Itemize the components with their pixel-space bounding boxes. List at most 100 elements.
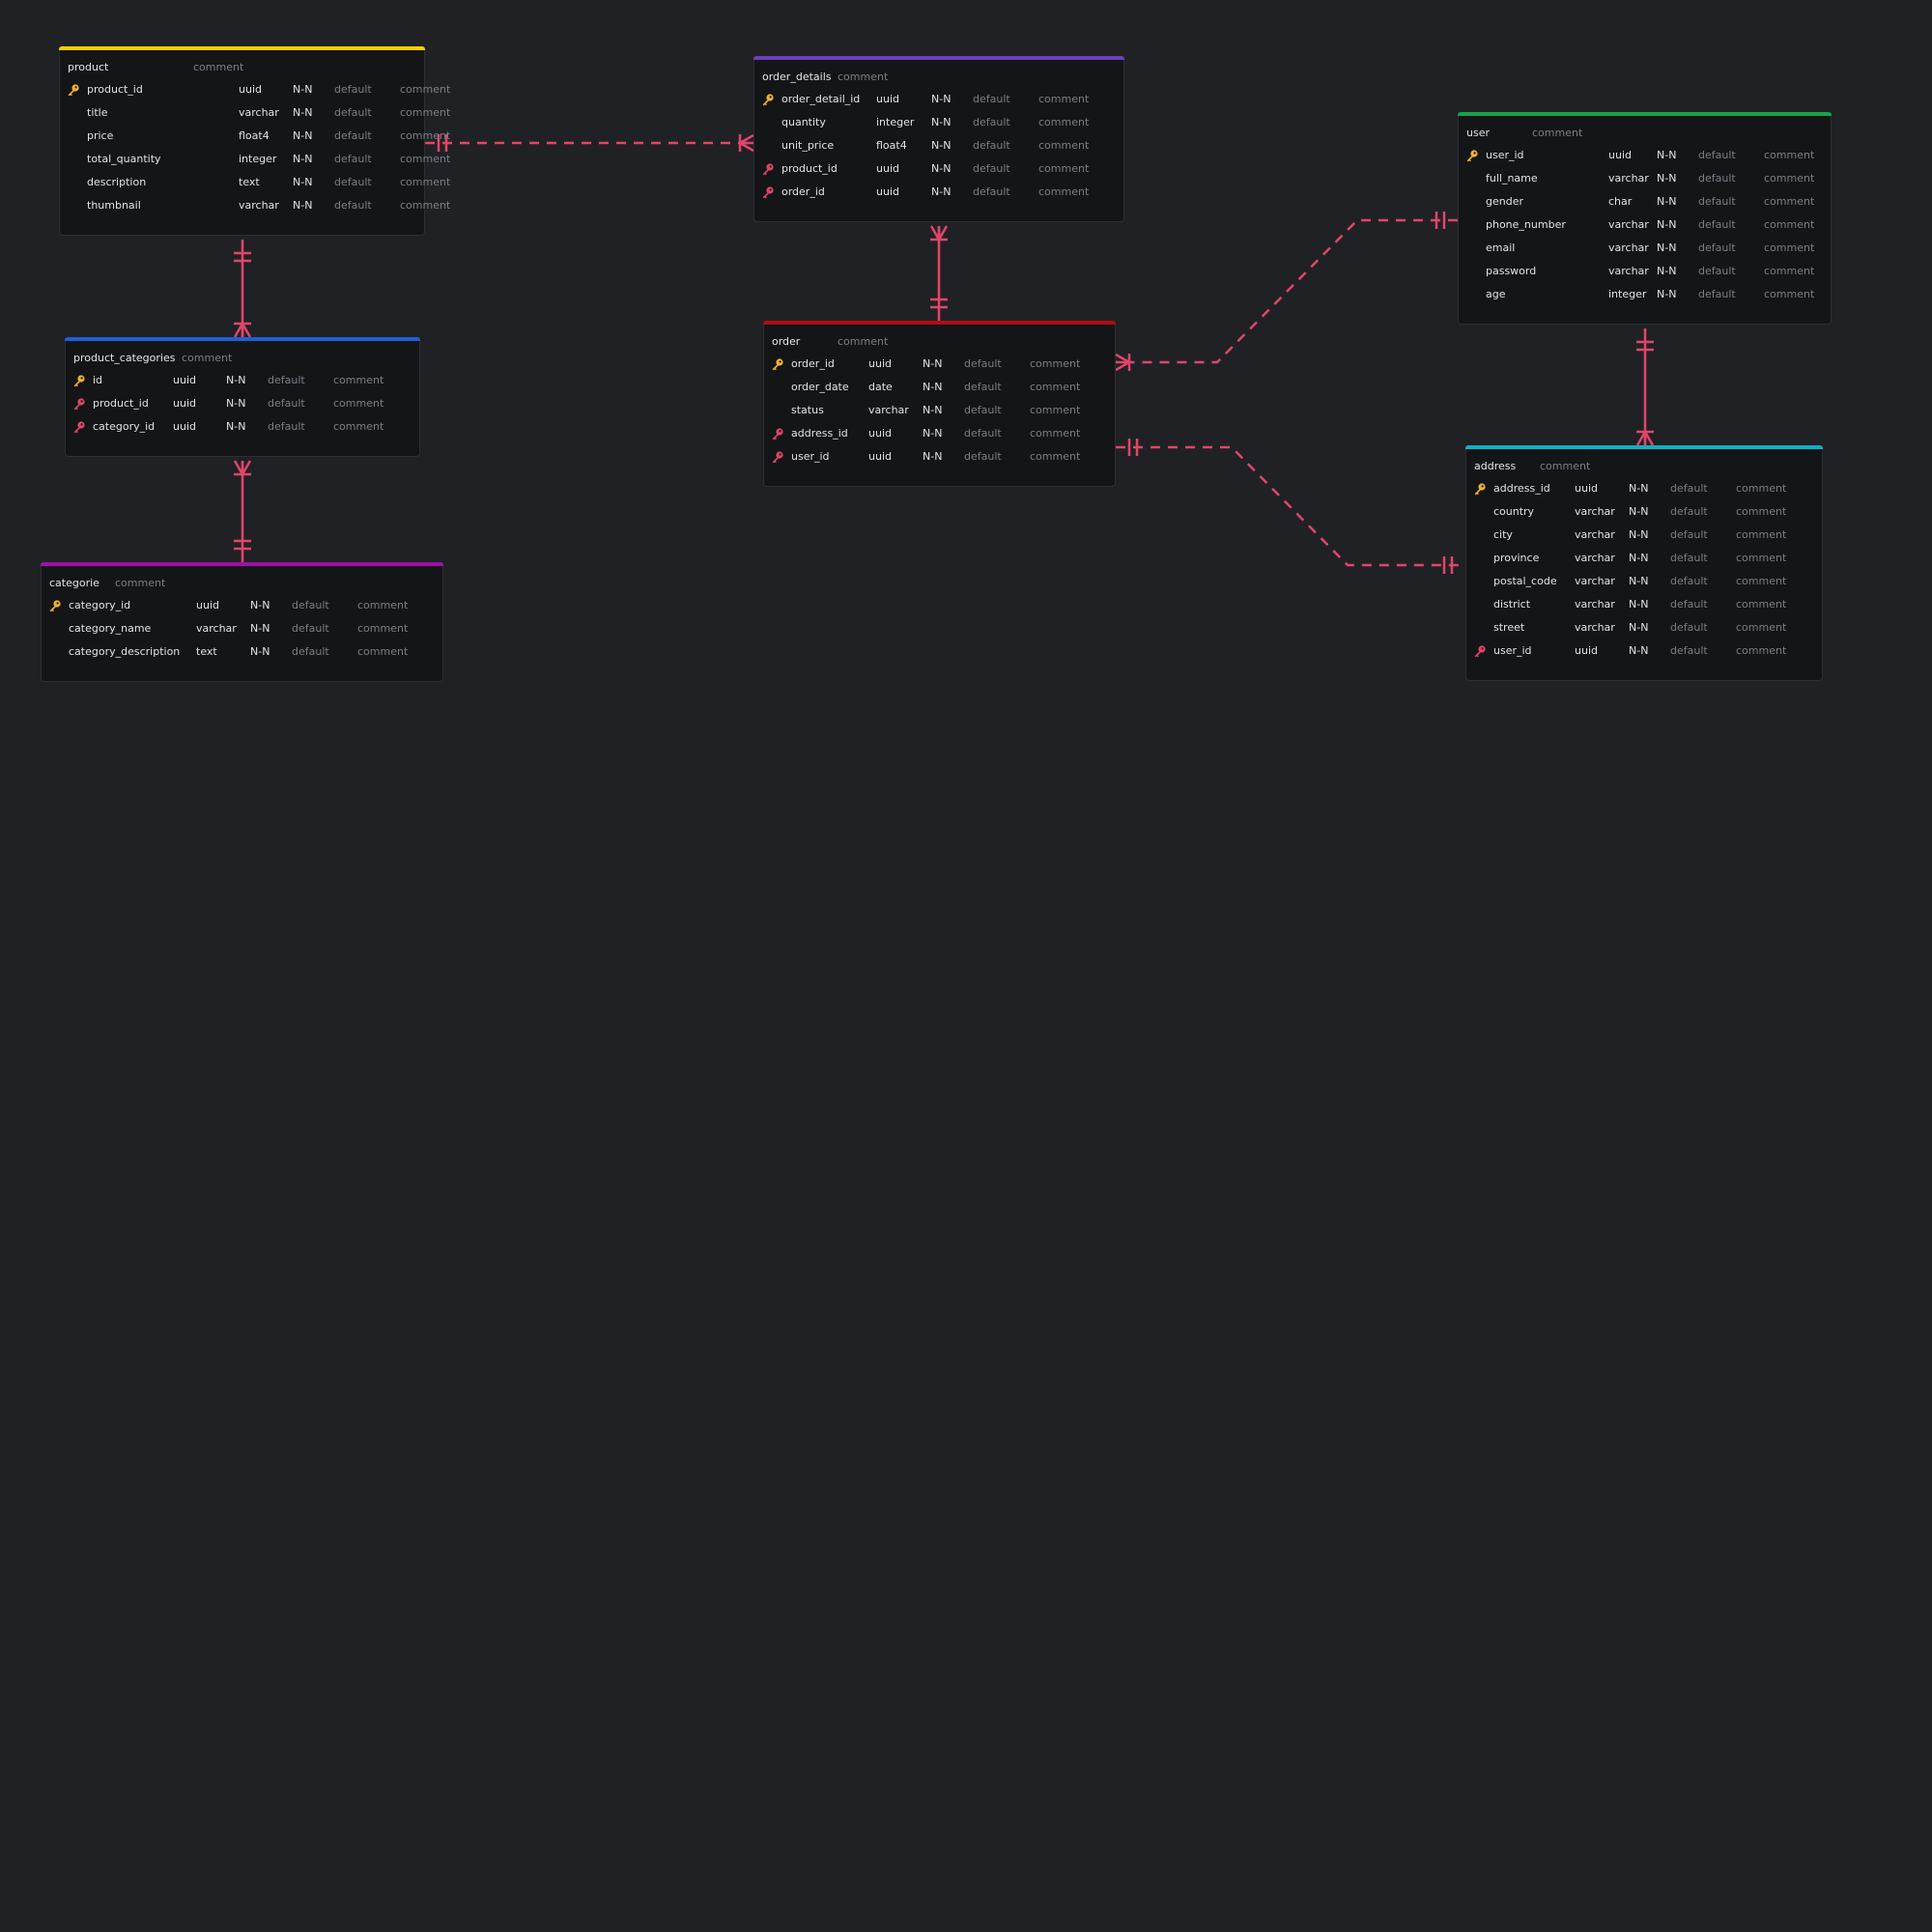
column-default[interactable]: default	[973, 116, 1010, 128]
column-name[interactable]: product_id	[87, 83, 143, 96]
column-name[interactable]: country	[1493, 505, 1535, 518]
column-comment[interactable]: comment	[357, 622, 409, 635]
column-nullable[interactable]: N-N	[250, 599, 270, 611]
column-nullable[interactable]: N-N	[931, 93, 952, 105]
column-comment[interactable]: comment	[400, 129, 451, 142]
table-name[interactable]: order	[772, 335, 801, 348]
column-type[interactable]: uuid	[173, 374, 196, 386]
column-default[interactable]: default	[1698, 242, 1736, 254]
column-default[interactable]: default	[973, 93, 1010, 105]
column-type[interactable]: uuid	[876, 185, 899, 198]
column-default[interactable]: default	[1698, 218, 1736, 231]
column-nullable[interactable]: N-N	[226, 420, 246, 433]
column-comment[interactable]: comment	[1038, 116, 1090, 128]
column-name[interactable]: price	[87, 129, 114, 142]
column-comment[interactable]: comment	[1764, 242, 1815, 254]
table-name[interactable]: categorie	[49, 577, 99, 589]
column-type[interactable]: uuid	[1575, 482, 1598, 495]
column-name[interactable]: user_id	[1493, 644, 1532, 657]
column-name[interactable]: unit_price	[781, 139, 835, 152]
column-comment[interactable]: comment	[400, 83, 451, 96]
column-default[interactable]: default	[1670, 482, 1708, 495]
column-comment[interactable]: comment	[1764, 288, 1815, 300]
table-comment[interactable]: comment	[1540, 460, 1591, 472]
column-comment[interactable]: comment	[1736, 505, 1787, 518]
column-type[interactable]: varchar	[1608, 218, 1649, 231]
column-comment[interactable]: comment	[1038, 162, 1090, 175]
column-nullable[interactable]: N-N	[1629, 528, 1649, 541]
column-default[interactable]: default	[1670, 644, 1708, 657]
column-name[interactable]: user_id	[1486, 149, 1524, 161]
column-default[interactable]: default	[1670, 575, 1708, 587]
column-name[interactable]: gender	[1486, 195, 1523, 208]
column-type[interactable]: varchar	[1575, 598, 1615, 611]
column-name[interactable]: full_name	[1486, 172, 1538, 185]
column-default[interactable]: default	[964, 427, 1002, 440]
table-comment[interactable]: comment	[193, 61, 244, 73]
column-nullable[interactable]: N-N	[1629, 644, 1649, 657]
column-nullable[interactable]: N-N	[250, 622, 270, 635]
column-type[interactable]: uuid	[196, 599, 219, 611]
column-nullable[interactable]: N-N	[1657, 218, 1677, 231]
column-type[interactable]: uuid	[1575, 644, 1598, 657]
column-nullable[interactable]: N-N	[931, 162, 952, 175]
column-nullable[interactable]: N-N	[1657, 172, 1677, 185]
column-comment[interactable]: comment	[1764, 265, 1815, 277]
column-default[interactable]: default	[964, 404, 1002, 416]
column-nullable[interactable]: N-N	[293, 83, 313, 96]
column-name[interactable]: email	[1486, 242, 1516, 254]
column-type[interactable]: uuid	[173, 397, 196, 410]
column-default[interactable]: default	[334, 199, 372, 212]
column-type[interactable]: varchar	[239, 106, 279, 119]
column-name[interactable]: product_id	[781, 162, 838, 175]
column-nullable[interactable]: N-N	[923, 357, 943, 370]
column-default[interactable]: default	[1670, 552, 1708, 564]
column-default[interactable]: default	[973, 139, 1010, 152]
column-type[interactable]: uuid	[876, 93, 899, 105]
column-type[interactable]: varchar	[1575, 621, 1615, 634]
column-type[interactable]: date	[868, 381, 893, 393]
column-name[interactable]: address_id	[791, 427, 848, 440]
column-nullable[interactable]: N-N	[923, 381, 943, 393]
column-name[interactable]: category_id	[93, 420, 156, 433]
column-type[interactable]: varchar	[1608, 242, 1649, 254]
column-nullable[interactable]: N-N	[1629, 482, 1649, 495]
column-type[interactable]: text	[196, 645, 217, 658]
column-nullable[interactable]: N-N	[1629, 621, 1649, 634]
column-type[interactable]: varchar	[196, 622, 237, 635]
column-default[interactable]: default	[1670, 528, 1708, 541]
column-name[interactable]: city	[1493, 528, 1513, 541]
column-comment[interactable]: comment	[1038, 139, 1090, 152]
column-default[interactable]: default	[268, 374, 305, 386]
column-comment[interactable]: comment	[1764, 172, 1815, 185]
column-comment[interactable]: comment	[1764, 149, 1815, 161]
column-name[interactable]: total_quantity	[87, 153, 161, 165]
table-name[interactable]: product	[68, 61, 109, 73]
column-comment[interactable]: comment	[400, 176, 451, 188]
table-comment[interactable]: comment	[182, 352, 233, 364]
column-comment[interactable]: comment	[1736, 552, 1787, 564]
column-comment[interactable]: comment	[400, 153, 451, 165]
column-type[interactable]: varchar	[239, 199, 279, 212]
column-name[interactable]: description	[87, 176, 147, 188]
column-type[interactable]: char	[1608, 195, 1633, 208]
